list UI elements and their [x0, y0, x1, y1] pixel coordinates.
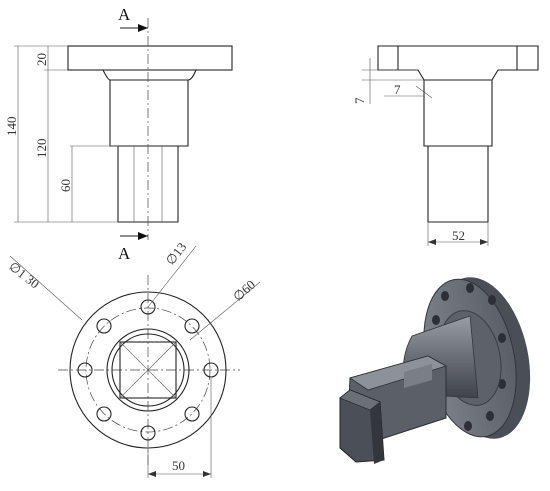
section-view: 7 7 52	[352, 45, 539, 246]
plan-view: ∅1 30 ∅13 ∅60 50	[6, 239, 261, 478]
dim-60: 60	[58, 179, 73, 192]
dim-52: 52	[452, 228, 465, 243]
dim-7-horizontal: 7	[394, 82, 401, 97]
dim-50: 50	[172, 458, 185, 473]
dim-7-vertical: 7	[352, 97, 367, 104]
dim-140: 140	[4, 117, 19, 137]
dia-130: ∅1 30	[6, 259, 42, 292]
section-label-bottom: A	[118, 244, 131, 263]
dim-120: 120	[34, 139, 49, 159]
front-view: A A 140 20 120 60	[4, 5, 233, 263]
bolt-holes	[77, 299, 219, 441]
section-label-top: A	[118, 5, 131, 24]
dim-20: 20	[34, 53, 49, 66]
dia-13: ∅13	[163, 239, 190, 267]
isometric-render	[339, 277, 531, 464]
dia-60: ∅60	[230, 277, 258, 304]
